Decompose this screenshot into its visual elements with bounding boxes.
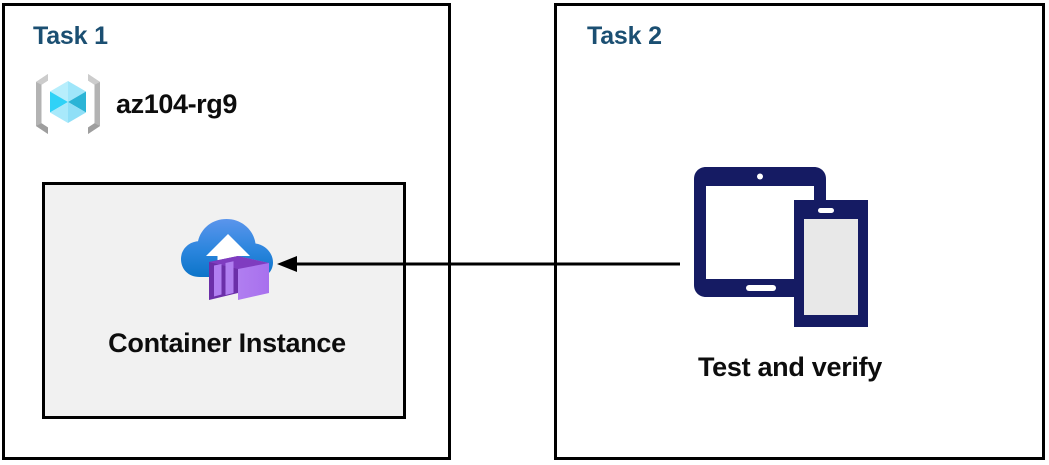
- panel-title-task-2: Task 2: [587, 22, 662, 50]
- panel-title-task-1: Task 1: [33, 22, 108, 50]
- arrow-task2-to-container-instance: [277, 256, 680, 272]
- container-instance-box: Container Instance: [42, 182, 406, 419]
- resource-group-label: az104-rg9: [116, 88, 237, 119]
- container-instance-label: Container Instance: [108, 328, 346, 358]
- devices-tablet-phone-icon: [694, 167, 868, 327]
- resource-group-row: az104-rg9: [32, 68, 237, 140]
- azure-resource-group-icon: [36, 74, 100, 134]
- test-and-verify-label: Test and verify: [697, 352, 883, 382]
- azure-container-instance-icon: [181, 219, 273, 300]
- panel-task-1: Task 1 az104-rg9: [2, 3, 451, 460]
